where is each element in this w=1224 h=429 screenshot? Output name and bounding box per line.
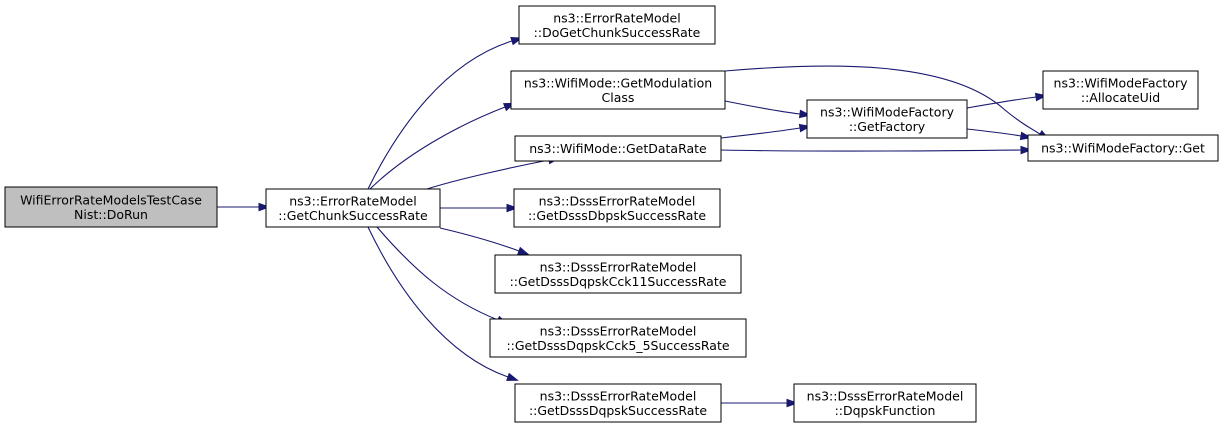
node-dqpskfn[interactable]: ns3::DsssErrorRateModel::DqpskFunction — [793, 383, 977, 423]
node-box — [265, 188, 441, 228]
node-label-line: ::GetChunkSuccessRate — [278, 208, 428, 223]
node-label-line: ns3::WifiMode::GetModulation — [524, 75, 712, 90]
node-box — [489, 318, 747, 358]
node-label-line: WifiErrorRateModelsTestCase — [20, 192, 202, 207]
node-label-line: ::AllocateUid — [1081, 90, 1160, 105]
node-label-line: ns3::DsssErrorRateModel — [539, 193, 696, 208]
node-label-line: ::GetDsssDqpskCck5_5SuccessRate — [506, 338, 729, 353]
edge-line — [376, 226, 499, 321]
edge-line — [720, 149, 1022, 152]
node-cck11[interactable]: ns3::DsssErrorRateModel::GetDsssDqpskCck… — [494, 254, 742, 294]
edge-line — [367, 40, 513, 190]
edge-line — [720, 127, 801, 139]
node-label-line: Class — [602, 90, 635, 105]
arrowhead — [506, 203, 519, 213]
node-label-line: ns3::DsssErrorRateModel — [807, 388, 964, 403]
node-box — [4, 186, 218, 228]
node-alloc[interactable]: ns3::WifiModeFactory::AllocateUid — [1042, 70, 1199, 110]
node-label-line: ns3::DsssErrorRateModel — [540, 388, 697, 403]
edge-gcsr-to-cck55 — [376, 226, 509, 325]
node-box — [494, 254, 742, 294]
node-label-line: ::GetDsssDbpskSuccessRate — [528, 208, 706, 223]
node-dogcsr[interactable]: ns3::ErrorRateModel::DoGetChunkSuccessRa… — [518, 5, 716, 45]
node-gcsr[interactable]: ns3::ErrorRateModel::GetChunkSuccessRate — [265, 188, 441, 228]
node-gdr[interactable]: ns3::WifiMode::GetDataRate — [514, 135, 722, 162]
node-label-line: ns3::WifiModeFactory — [820, 104, 955, 119]
node-dbpsk[interactable]: ns3::DsssErrorRateModel::GetDsssDbpskSuc… — [513, 188, 721, 228]
edge-gmc-to-factory — [724, 100, 812, 119]
node-label-line: ::DqpskFunction — [835, 403, 936, 418]
node-box — [513, 188, 721, 228]
node-box — [514, 135, 722, 162]
node-label-line: ns3::WifiModeFactory — [1054, 75, 1189, 90]
edge-line — [439, 227, 520, 252]
node-box — [514, 383, 722, 423]
edge-gcsr-to-dbpsk — [440, 203, 519, 213]
arrowhead — [517, 246, 530, 255]
edge-gcsr-to-cck11 — [439, 227, 530, 255]
node-label-line: ns3::DsssErrorRateModel — [540, 323, 697, 338]
node-label-line: ::GetDsssDqpskSuccessRate — [529, 403, 707, 418]
node-label-line: ns3::WifiMode::GetDataRate — [529, 141, 707, 156]
edge-line — [966, 128, 1022, 137]
call-graph-nodes: WifiErrorRateModelsTestCaseNist::DoRunns… — [4, 5, 1219, 423]
edge-line — [369, 106, 506, 190]
edge-line — [724, 100, 801, 115]
arrowhead — [506, 372, 519, 381]
node-label-line: ::GetFactory — [849, 119, 926, 134]
node-box — [806, 99, 968, 139]
node-factory[interactable]: ns3::WifiModeFactory::GetFactory — [806, 99, 968, 139]
node-label-line: Nist::DoRun — [74, 207, 148, 222]
node-box — [793, 383, 977, 423]
edge-line — [426, 159, 550, 190]
node-box — [510, 70, 726, 110]
node-box — [1027, 134, 1219, 162]
arrowhead — [786, 398, 799, 408]
edge-gdr-to-factory — [720, 123, 812, 139]
node-box — [1042, 70, 1199, 110]
edge-gcsr-to-dqpsk — [367, 226, 519, 381]
edge-line — [724, 65, 1041, 135]
node-label-line: ns3::WifiModeFactory::Get — [1041, 141, 1205, 156]
node-label-line: ::DoGetChunkSuccessRate — [534, 25, 701, 40]
edge-dqpsk-to-dqpskfn — [721, 398, 799, 408]
node-label-line: ns3::DsssErrorRateModel — [540, 259, 697, 274]
edge-factory-to-alloc — [966, 92, 1048, 109]
node-cck55[interactable]: ns3::DsssErrorRateModel::GetDsssDqpskCck… — [489, 318, 747, 358]
arrowhead — [1020, 145, 1033, 155]
arrowhead — [258, 202, 271, 212]
edge-root-to-gcsr — [217, 202, 271, 212]
node-get[interactable]: ns3::WifiModeFactory::Get — [1027, 134, 1219, 162]
edge-line — [367, 226, 509, 378]
node-dqpsk[interactable]: ns3::DsssErrorRateModel::GetDsssDqpskSuc… — [514, 383, 722, 423]
edge-line — [966, 96, 1037, 109]
edge-gdr-to-get — [720, 145, 1033, 155]
edge-factory-to-get — [966, 128, 1033, 141]
edge-gcsr-to-dogcsr — [367, 37, 523, 190]
node-box — [518, 5, 716, 45]
node-label-line: ns3::ErrorRateModel — [289, 193, 416, 208]
node-label-line: ::GetDsssDqpskCck11SuccessRate — [510, 274, 727, 289]
node-label-line: ns3::ErrorRateModel — [553, 10, 680, 25]
